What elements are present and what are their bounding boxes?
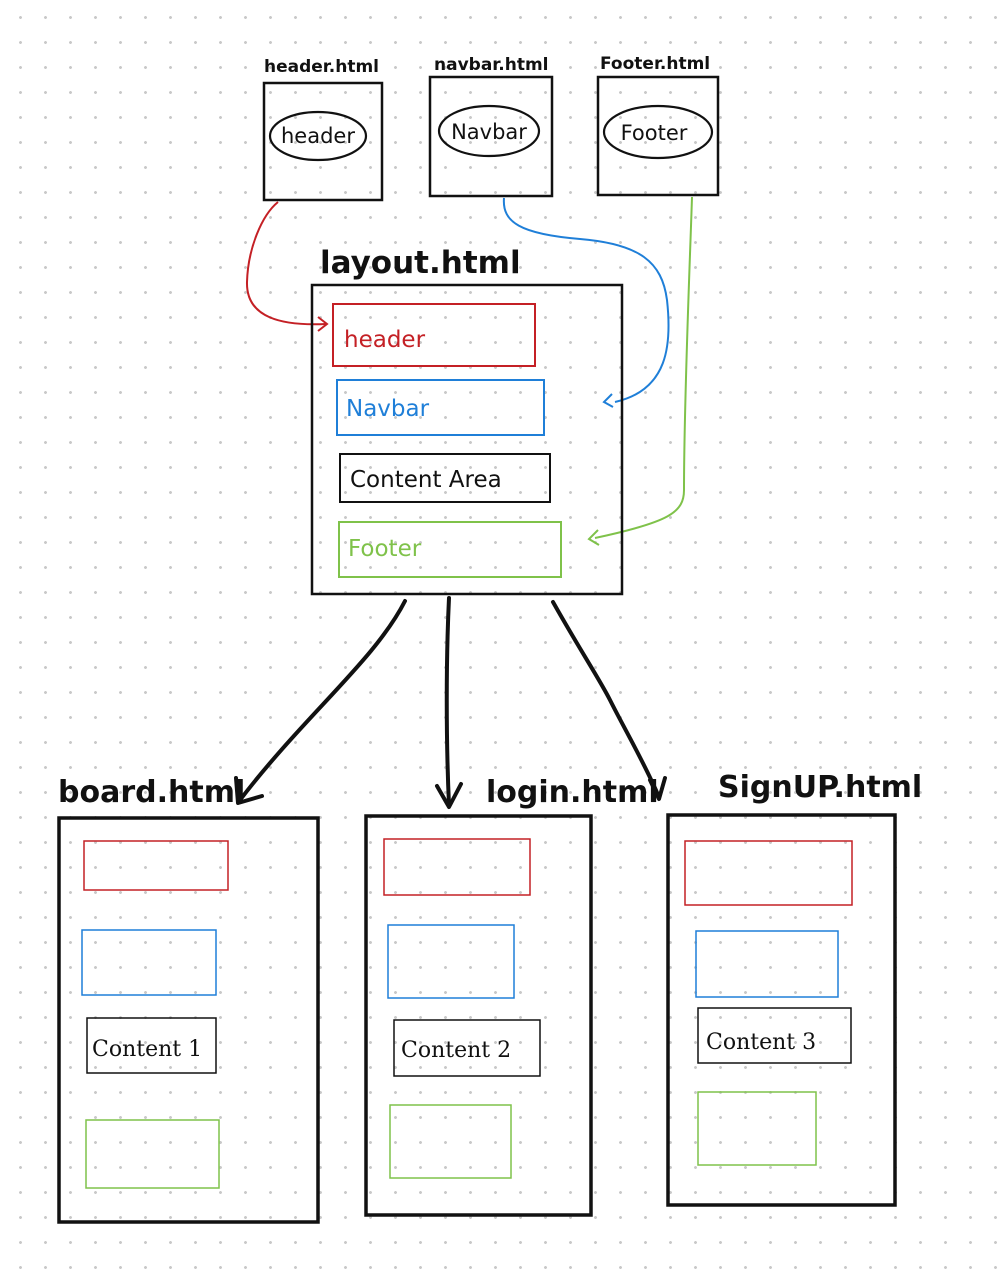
partial-navbar-ellipse (437, 104, 541, 158)
partial-footer-ellipse (602, 104, 714, 160)
footer-include-arrow (594, 196, 693, 539)
header-include-arrowhead (317, 316, 329, 332)
signup-page: SignUP.html Content 3 (666, 770, 922, 1207)
arrow-to-signup (551, 600, 661, 799)
partial-footer-box (596, 75, 720, 197)
layout-content-slot (339, 453, 551, 503)
board-header-slot (83, 840, 229, 891)
arrow-to-login (444, 596, 451, 807)
partial-header-file: header.html header (262, 57, 384, 202)
layout-content-label: Content Area (350, 467, 502, 493)
partial-navbar-box (428, 75, 554, 198)
login-footer-slot (389, 1104, 512, 1179)
layout-header-slot (332, 303, 536, 367)
layout-filename: layout.html (320, 245, 521, 281)
arrow-to-board (238, 599, 407, 802)
board-content-slot (86, 1017, 217, 1074)
partial-header-box (262, 81, 384, 202)
signup-navbar-slot (695, 930, 839, 998)
arrowhead-login (435, 782, 463, 809)
login-header-slot (383, 838, 531, 896)
signup-content-slot (697, 1007, 852, 1064)
arrowhead-board (234, 776, 264, 805)
login-content-slot (393, 1019, 541, 1077)
signup-content-label: Content 3 (706, 1030, 816, 1055)
partial-footer-label: Footer (621, 121, 688, 145)
login-filename: login.html (486, 775, 659, 810)
arrowhead-signup (648, 776, 667, 801)
board-navbar-slot (81, 929, 217, 996)
partial-navbar-label: Navbar (451, 120, 527, 144)
partial-header-label: header (281, 124, 355, 148)
login-content-label: Content 2 (401, 1038, 511, 1063)
footer-include-arrowhead (587, 529, 600, 546)
board-box (57, 816, 320, 1224)
layout-footer-slot (338, 521, 562, 578)
include-connectors (245, 196, 693, 546)
layout-navbar-slot (336, 379, 545, 436)
partial-header-ellipse (268, 110, 368, 162)
layout-box (310, 283, 624, 596)
board-filename: board.html (58, 775, 245, 810)
signup-filename: SignUP.html (718, 770, 922, 805)
layout-file: layout.html header Navbar Content Area F… (310, 245, 624, 596)
layout-navbar-label: Navbar (346, 396, 430, 422)
extend-connectors (234, 596, 667, 809)
partial-header-filename: header.html (264, 57, 379, 77)
partial-footer-file: Footer.html Footer (596, 54, 720, 197)
partial-footer-filename: Footer.html (600, 54, 710, 74)
partial-navbar-filename: navbar.html (434, 55, 548, 75)
login-page: login.html Content 2 (364, 775, 659, 1217)
login-box (364, 814, 593, 1217)
signup-header-slot (684, 840, 853, 906)
layout-header-label: header (344, 327, 426, 353)
login-navbar-slot (387, 924, 515, 999)
board-page: board.html Content 1 (57, 775, 320, 1224)
layout-footer-label: Footer (348, 536, 422, 562)
navbar-include-arrow (502, 197, 670, 403)
signup-box (666, 813, 897, 1207)
board-footer-slot (85, 1119, 220, 1189)
partial-navbar-file: navbar.html Navbar (428, 55, 554, 198)
header-include-arrow (245, 201, 327, 326)
navbar-include-arrowhead (602, 393, 614, 408)
board-content-label: Content 1 (92, 1037, 202, 1062)
signup-footer-slot (697, 1091, 817, 1166)
